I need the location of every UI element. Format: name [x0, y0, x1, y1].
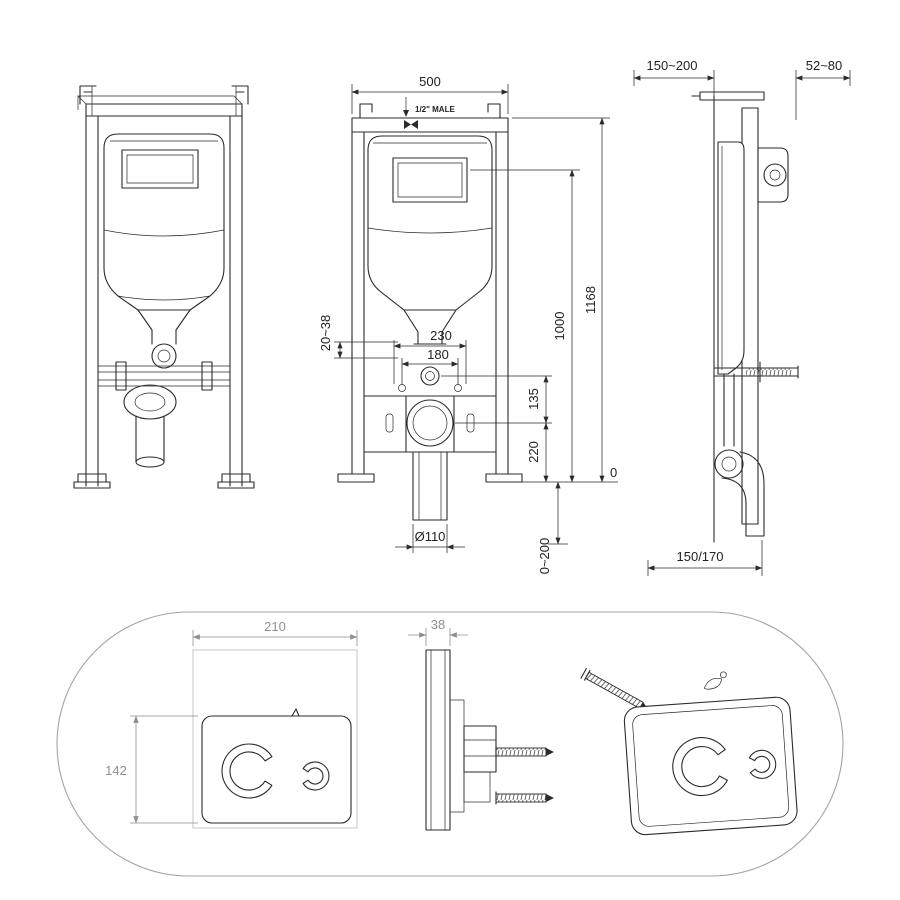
dim-230-label: 230: [430, 328, 452, 343]
big-flush-button: [221, 743, 273, 799]
water-inlet-symbol: 1/2" MALE: [403, 97, 455, 129]
side-wall-anchor: [713, 361, 799, 383]
side-frame: [741, 107, 789, 525]
plate-mounting-box: [192, 649, 358, 829]
dim-1168-label: 1168: [583, 286, 598, 314]
perspective-plate-face: [632, 705, 790, 827]
plate-top-nib: [291, 708, 300, 717]
front-dimensions: 500 230 180 20~38 1000 1168 0 135 220: [318, 74, 618, 574]
perspective-clip-part: [703, 671, 727, 690]
dim-52-80-label: 52~80: [806, 58, 843, 73]
front-drain-pipe: [412, 451, 448, 521]
dim-150-170-label: 150/170: [677, 549, 724, 564]
dim-0-200-label: 0~200: [537, 538, 552, 575]
dim-142-label: 142: [105, 763, 127, 778]
plate-perspective-view: [580, 667, 798, 836]
view-side: 150~200 52~80 150/170: [633, 58, 851, 576]
plate-mechanism: [463, 725, 497, 803]
cistern-3d: [103, 133, 225, 311]
dim-0-label: 0: [610, 465, 617, 480]
cross-rails-3d: [98, 361, 230, 391]
dim-38-label: 38: [431, 617, 445, 632]
dim-20-38-label: 20~38: [318, 315, 333, 352]
dim-150-200-label: 150~200: [647, 58, 698, 73]
flush-bend-3d: [137, 309, 191, 369]
dim-110-label: Ø110: [415, 529, 446, 544]
plate-side-view: 38: [408, 617, 554, 831]
plate-profile: [425, 649, 451, 831]
dim-180-label: 180: [427, 347, 449, 362]
plate-front-dimensions: 210 142: [105, 619, 358, 824]
front-mounting-plate: [363, 395, 497, 453]
drain-elbow-3d: [123, 384, 177, 468]
plate-bracket: [449, 699, 465, 813]
dim-135-label: 135: [526, 388, 541, 410]
side-dimensions: 150~200 52~80 150/170: [633, 58, 851, 576]
perspective-small-button: [748, 749, 777, 779]
side-drain-elbow: [714, 373, 765, 537]
dim-500-label: 500: [419, 74, 441, 89]
dim-210-label: 210: [264, 619, 286, 634]
view-front: 1/2" MALE 500 2: [318, 74, 618, 574]
inlet-size-label: 1/2" MALE: [415, 105, 455, 114]
small-flush-button: [302, 761, 330, 791]
perspective-plate-frame: [623, 696, 798, 836]
dim-220-label: 220: [526, 441, 541, 463]
front-cistern: [367, 135, 493, 311]
mounting-screw-bottom: [495, 791, 554, 805]
side-cistern: [717, 141, 745, 375]
plate-front-view: 210 142: [105, 619, 358, 829]
frame-hangers: [79, 85, 249, 116]
view-left-perspective: [73, 85, 255, 489]
dim-1000-label: 1000: [552, 312, 567, 341]
panel-outline: [56, 611, 844, 877]
frame-body: [73, 95, 255, 489]
plate-side-dimensions: 38: [408, 617, 468, 646]
mounting-screw-top: [495, 745, 554, 759]
perspective-big-button: [672, 737, 728, 797]
bottom-panel: 210 142 38: [56, 611, 844, 877]
side-wall: [691, 91, 765, 543]
